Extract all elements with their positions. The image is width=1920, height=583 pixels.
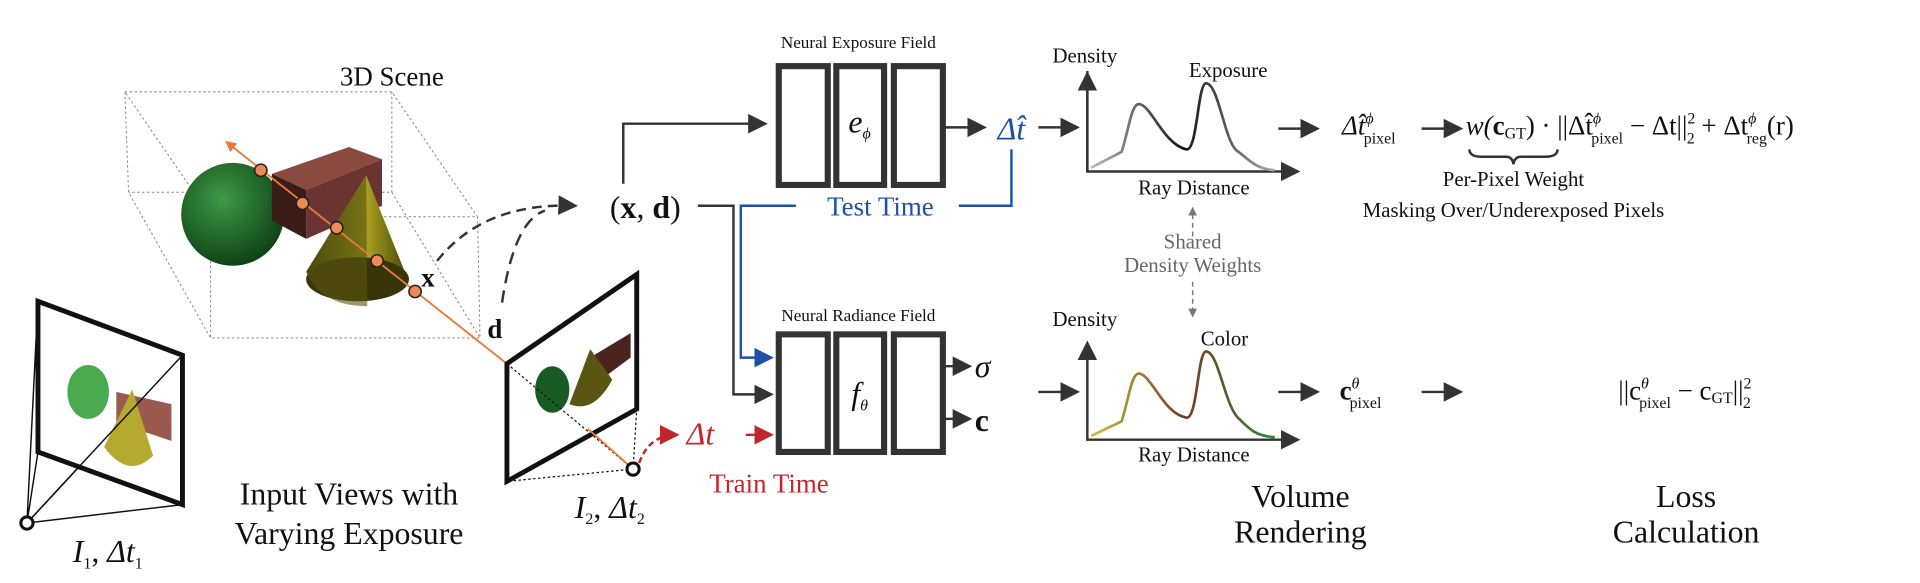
- scene-bounding-box: [123, 91, 481, 339]
- test-time-exposure-arrow: [739, 204, 796, 368]
- color-output: c: [975, 403, 989, 438]
- exposure-plot-xlabel: Ray Distance: [1138, 176, 1249, 200]
- camera-ray: [225, 140, 508, 365]
- color-curve-label: Color: [1201, 326, 1248, 350]
- query-to-exposure-field-arrow: [622, 113, 768, 184]
- exposure-plot-ylabel: Density: [1053, 43, 1118, 67]
- point-to-query-arrow: [436, 195, 578, 262]
- yellow-cone: [306, 175, 409, 307]
- test-time-label: Test Time: [827, 192, 934, 222]
- view-1-label: I1, Δt1: [72, 534, 143, 572]
- input-view-1: I1, Δt1: [19, 297, 185, 572]
- predicted-exposure: Δt̂: [996, 112, 1027, 147]
- train-exposure-arrow: [638, 425, 680, 464]
- input-views-caption-line1: Input Views with: [240, 477, 459, 512]
- neural-radiance-field: Neural Radiance Field fθ: [775, 306, 946, 456]
- per-pixel-weight-brace: [1468, 149, 1559, 165]
- scene-title: 3D Scene: [340, 62, 444, 92]
- train-time-label: Train Time: [709, 468, 829, 498]
- volume-rendering-line2: Rendering: [1234, 515, 1367, 550]
- loss-calculation-line1: Loss: [1656, 479, 1716, 514]
- query-to-radiance-field-arrow: [697, 204, 774, 405]
- view-2-label: I2, Δt2: [574, 490, 645, 528]
- train-exposure-input: Δt: [685, 417, 716, 452]
- density-output: σ: [975, 349, 992, 384]
- direction-to-query-arrow: [500, 209, 546, 303]
- ray-sample-points: [253, 163, 423, 299]
- exposure-curve-label: Exposure: [1189, 58, 1268, 82]
- radiance-field-title: Neural Radiance Field: [781, 306, 935, 325]
- camera-1-icon: [19, 515, 35, 531]
- loss-calculation-line2: Calculation: [1613, 515, 1760, 550]
- image-plane-2: [504, 269, 640, 486]
- direction-label: d: [487, 314, 502, 344]
- exposure-density-plot: Density Exposure Ray Distance: [1053, 43, 1298, 200]
- color-curve: [1090, 350, 1275, 439]
- shared-weights-line1: Shared: [1164, 230, 1222, 254]
- shared-weights-line2: Density Weights: [1124, 253, 1261, 277]
- exposure-curve: [1090, 81, 1275, 172]
- camera-2-icon: [625, 461, 641, 477]
- input-views-caption-line2: Varying Exposure: [235, 516, 464, 551]
- color-density-plot: Density Color Ray Distance: [1053, 307, 1301, 467]
- test-time-link: [958, 149, 1013, 207]
- per-pixel-weight-label: Per-Pixel Weight: [1443, 167, 1585, 191]
- point-label: x: [421, 263, 435, 293]
- masking-note: Masking Over/Underexposed Pixels: [1363, 198, 1664, 222]
- exposure-field-symbol: eϕ: [848, 104, 870, 142]
- volume-rendering-line1: Volume: [1251, 479, 1349, 514]
- neural-exposure-field: Neural Exposure Field eϕ: [775, 33, 946, 189]
- 3d-scene: 3D Scene x d: [123, 62, 578, 365]
- brown-box: [271, 146, 383, 239]
- color-plot-ylabel: Density: [1053, 307, 1118, 331]
- input-view-2: I2, Δt2: [504, 269, 645, 528]
- query-input-label: (x, d): [610, 190, 681, 225]
- exposure-field-title: Neural Exposure Field: [781, 33, 936, 52]
- green-sphere: [181, 162, 285, 266]
- color-plot-xlabel: Ray Distance: [1138, 443, 1249, 467]
